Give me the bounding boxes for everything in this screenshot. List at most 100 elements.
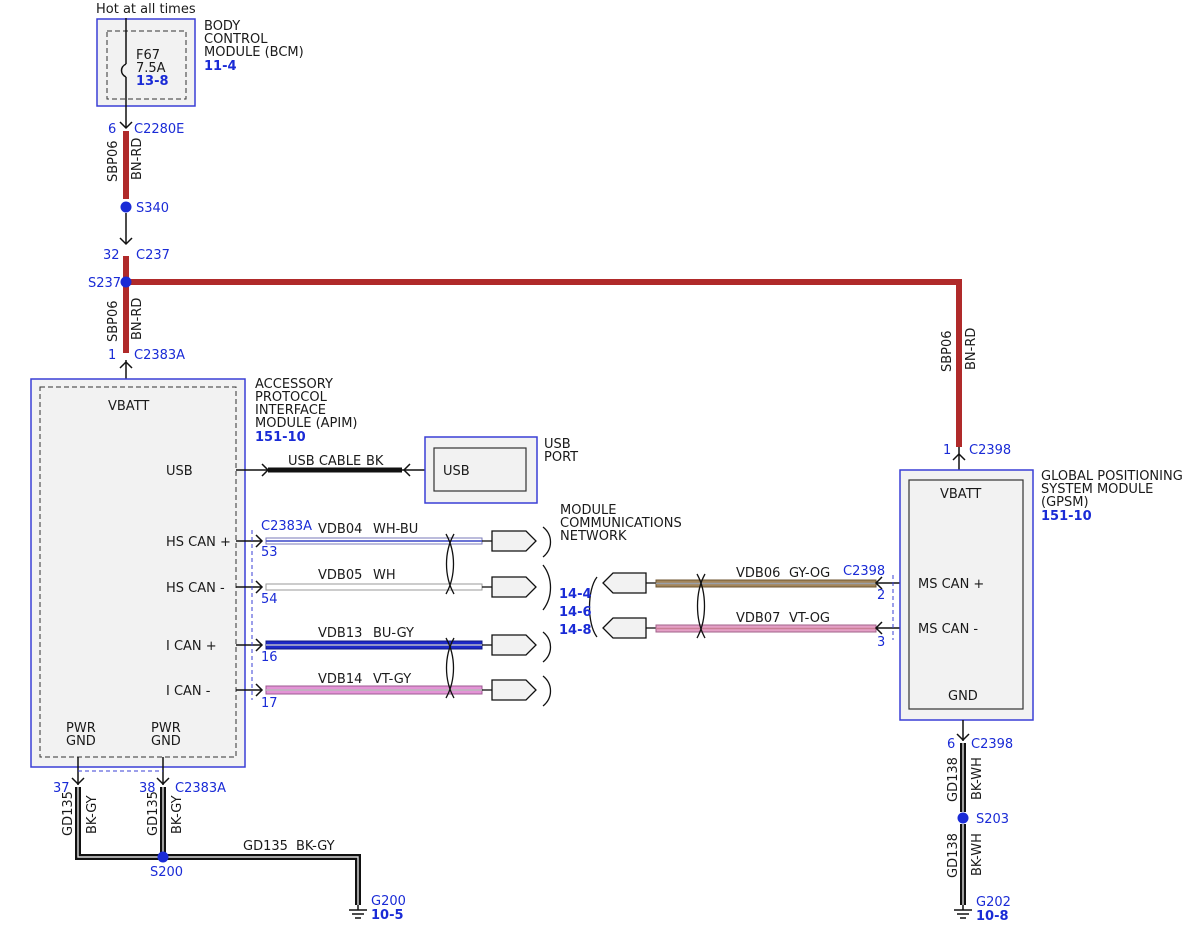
network-brace-right-icon — [588, 576, 598, 638]
gpsm-can-connector-label[interactable]: C2398 — [843, 564, 885, 579]
apim-page-ref-link[interactable]: 151-10 — [255, 430, 306, 445]
fuse-icon — [120, 63, 127, 78]
ms-can-plus-chevron-icon — [874, 576, 883, 590]
gpsm-pin-1: 1 — [943, 443, 951, 458]
apim-vbatt-chevron-icon — [119, 360, 133, 369]
gpsm-ground-circuit: 6 C2398 S203 GD138 BK-WH GD138 BK-WH G20… — [946, 720, 1013, 924]
wire-sbp06-circuit-2: SBP06 — [106, 300, 121, 342]
ground-g202-ref-link[interactable]: 10-8 — [976, 909, 1009, 924]
bcm-title-2: CONTROL — [204, 32, 268, 47]
gpsm-ms-can-minus-label: MS CAN - — [918, 622, 978, 637]
twisted-pair-i-icon — [445, 637, 455, 699]
apim-connector-side-label[interactable]: C2383A — [261, 519, 312, 534]
apim-pwr-gnd-1-line-2: GND — [66, 734, 96, 749]
gpsm-vbatt-chevron-icon — [952, 452, 966, 461]
network-arrow-vdb04-icon[interactable] — [491, 530, 537, 552]
wire-vdb05-color: WH — [373, 568, 396, 583]
connector-c2383a-ground-label[interactable]: C2383A — [175, 781, 226, 796]
gpsm-inner-box — [908, 479, 1024, 710]
ground-g200-icon — [349, 905, 367, 919]
pin-16: 16 — [261, 650, 278, 665]
apim-pwr-gnd-2-line-2: GND — [151, 734, 181, 749]
wire-gd138-circuit-b: GD138 — [946, 833, 961, 878]
network-brace-top-icon — [542, 526, 552, 558]
fuse-ref-link[interactable]: 13-8 — [136, 74, 169, 89]
splice-s237-label: S237 — [88, 276, 121, 291]
gpsm-gnd-label: GND — [948, 689, 978, 704]
usb-cable-color: BK — [366, 454, 384, 469]
network-arrow-vdb06-icon[interactable] — [602, 572, 647, 594]
splice-s200-icon[interactable] — [157, 851, 169, 863]
apim-title-2: PROTOCOL — [255, 390, 328, 405]
pin-c237: 32 — [103, 248, 120, 263]
usb-port-inner-box — [433, 447, 527, 492]
apim-hs-can-minus-label: HS CAN - — [166, 581, 225, 596]
pin-c2280e: 6 — [108, 122, 116, 137]
pin-3: 3 — [877, 635, 885, 650]
network-ref-14-6-link[interactable]: 14-6 — [559, 605, 592, 620]
connector-c2398-ground-label[interactable]: C2398 — [971, 737, 1013, 752]
pin-6: 6 — [947, 737, 955, 752]
pin-37: 37 — [53, 781, 70, 796]
connector-c2280e-label[interactable]: C2280E — [134, 122, 184, 137]
wire-vdb13-color: BU-GY — [373, 626, 414, 641]
pin-53: 53 — [261, 545, 278, 560]
wire-gd135-h-circuit: GD135 — [243, 839, 288, 854]
wire-sbp06-to-gpsm[interactable] — [126, 279, 962, 447]
connector-c2383a-top-label[interactable]: C2383A — [134, 348, 185, 363]
apim-module: VBATT USB HS CAN + HS CAN - I CAN + I CA… — [30, 377, 358, 768]
network-arrow-vdb14-icon[interactable] — [491, 679, 537, 701]
network-ref-14-4-link[interactable]: 14-4 — [559, 587, 592, 602]
gpsm-page-ref-link[interactable]: 151-10 — [1041, 509, 1092, 524]
apim-vbatt-label: VBATT — [108, 399, 149, 414]
wire-vdb04-name: VDB04 — [318, 522, 362, 537]
ground-g202-label: G202 — [976, 895, 1011, 910]
wire-gd135-circuit-a: GD135 — [61, 791, 76, 836]
bcm-title-3: MODULE (BCM) — [204, 45, 304, 60]
ms-can-minus-chevron-icon — [874, 621, 883, 635]
wire-gpsm-color: BN-RD — [964, 328, 979, 370]
bcm-page-ref-link[interactable]: 11-4 — [204, 59, 237, 74]
usb-port-title-1: USB — [544, 437, 571, 452]
bcm-module: Hot at all times F67 7.5A 13-8 BODY CONT… — [96, 2, 304, 128]
hot-at-all-times-label: Hot at all times — [96, 2, 196, 17]
ground-g200-label: G200 — [371, 894, 406, 909]
network-ref-14-8-link[interactable]: 14-8 — [559, 623, 592, 638]
wire-vdb04-color: WH-BU — [373, 522, 418, 537]
usb-chevron-right-icon — [402, 463, 411, 477]
wire-gd135-color-a: BK-GY — [85, 795, 100, 834]
ground-g200-ref-link[interactable]: 10-5 — [371, 908, 404, 923]
wire-vdb14-name: VDB14 — [318, 672, 362, 687]
apim-usb-pin-label: USB — [166, 464, 193, 479]
gpsm-can-wires: VDB06 GY-OG C2398 VDB07 VT-OG 2 3 — [602, 564, 909, 650]
splice-s340-icon[interactable] — [120, 201, 132, 213]
apim-pwr-gnd-1-line-1: PWR — [66, 721, 96, 736]
gpsm-connector-top-label[interactable]: C2398 — [969, 443, 1011, 458]
network-arrow-vdb05-icon[interactable] — [491, 576, 537, 598]
splice-s203-icon[interactable] — [957, 812, 969, 824]
gpsm-title-2: SYSTEM MODULE — [1041, 482, 1153, 497]
wire-vdb14-color: VT-GY — [373, 672, 411, 687]
apim-title-1: ACCESSORY — [255, 377, 333, 392]
connector-c2280e-chevron-icon — [119, 121, 133, 130]
wire-vdb13-name: VDB13 — [318, 626, 362, 641]
network-arrow-vdb07-icon[interactable] — [602, 617, 647, 639]
apim-ground-circuit: 37 38 C2383A GD135 BK-GY GD135 BK-GY S20… — [53, 757, 406, 923]
wire-gd138-circuit-a: GD138 — [946, 757, 961, 802]
pin-2: 2 — [877, 588, 885, 603]
usb-port-inner-label: USB — [443, 464, 470, 479]
connector-c237-label[interactable]: C237 — [136, 248, 170, 263]
splice-s340-label: S340 — [136, 201, 169, 216]
bcm-box[interactable] — [96, 18, 196, 107]
apim-box[interactable] — [30, 378, 246, 768]
apim-i-can-plus-label: I CAN + — [166, 639, 217, 654]
i-can-minus-chevron-icon — [255, 683, 264, 697]
wire-vdb05-name: VDB05 — [318, 568, 362, 583]
apim-can-wires: C2383A VDB04 WH-BU VDB05 WH VDB13 BU-GY … — [236, 519, 537, 711]
network-arrow-vdb13-icon[interactable] — [491, 634, 537, 656]
apim-inner-box — [39, 386, 237, 758]
pin-38: 38 — [139, 781, 156, 796]
ground-38-chevron-icon — [156, 777, 170, 786]
splice-s237-icon[interactable] — [120, 276, 132, 288]
